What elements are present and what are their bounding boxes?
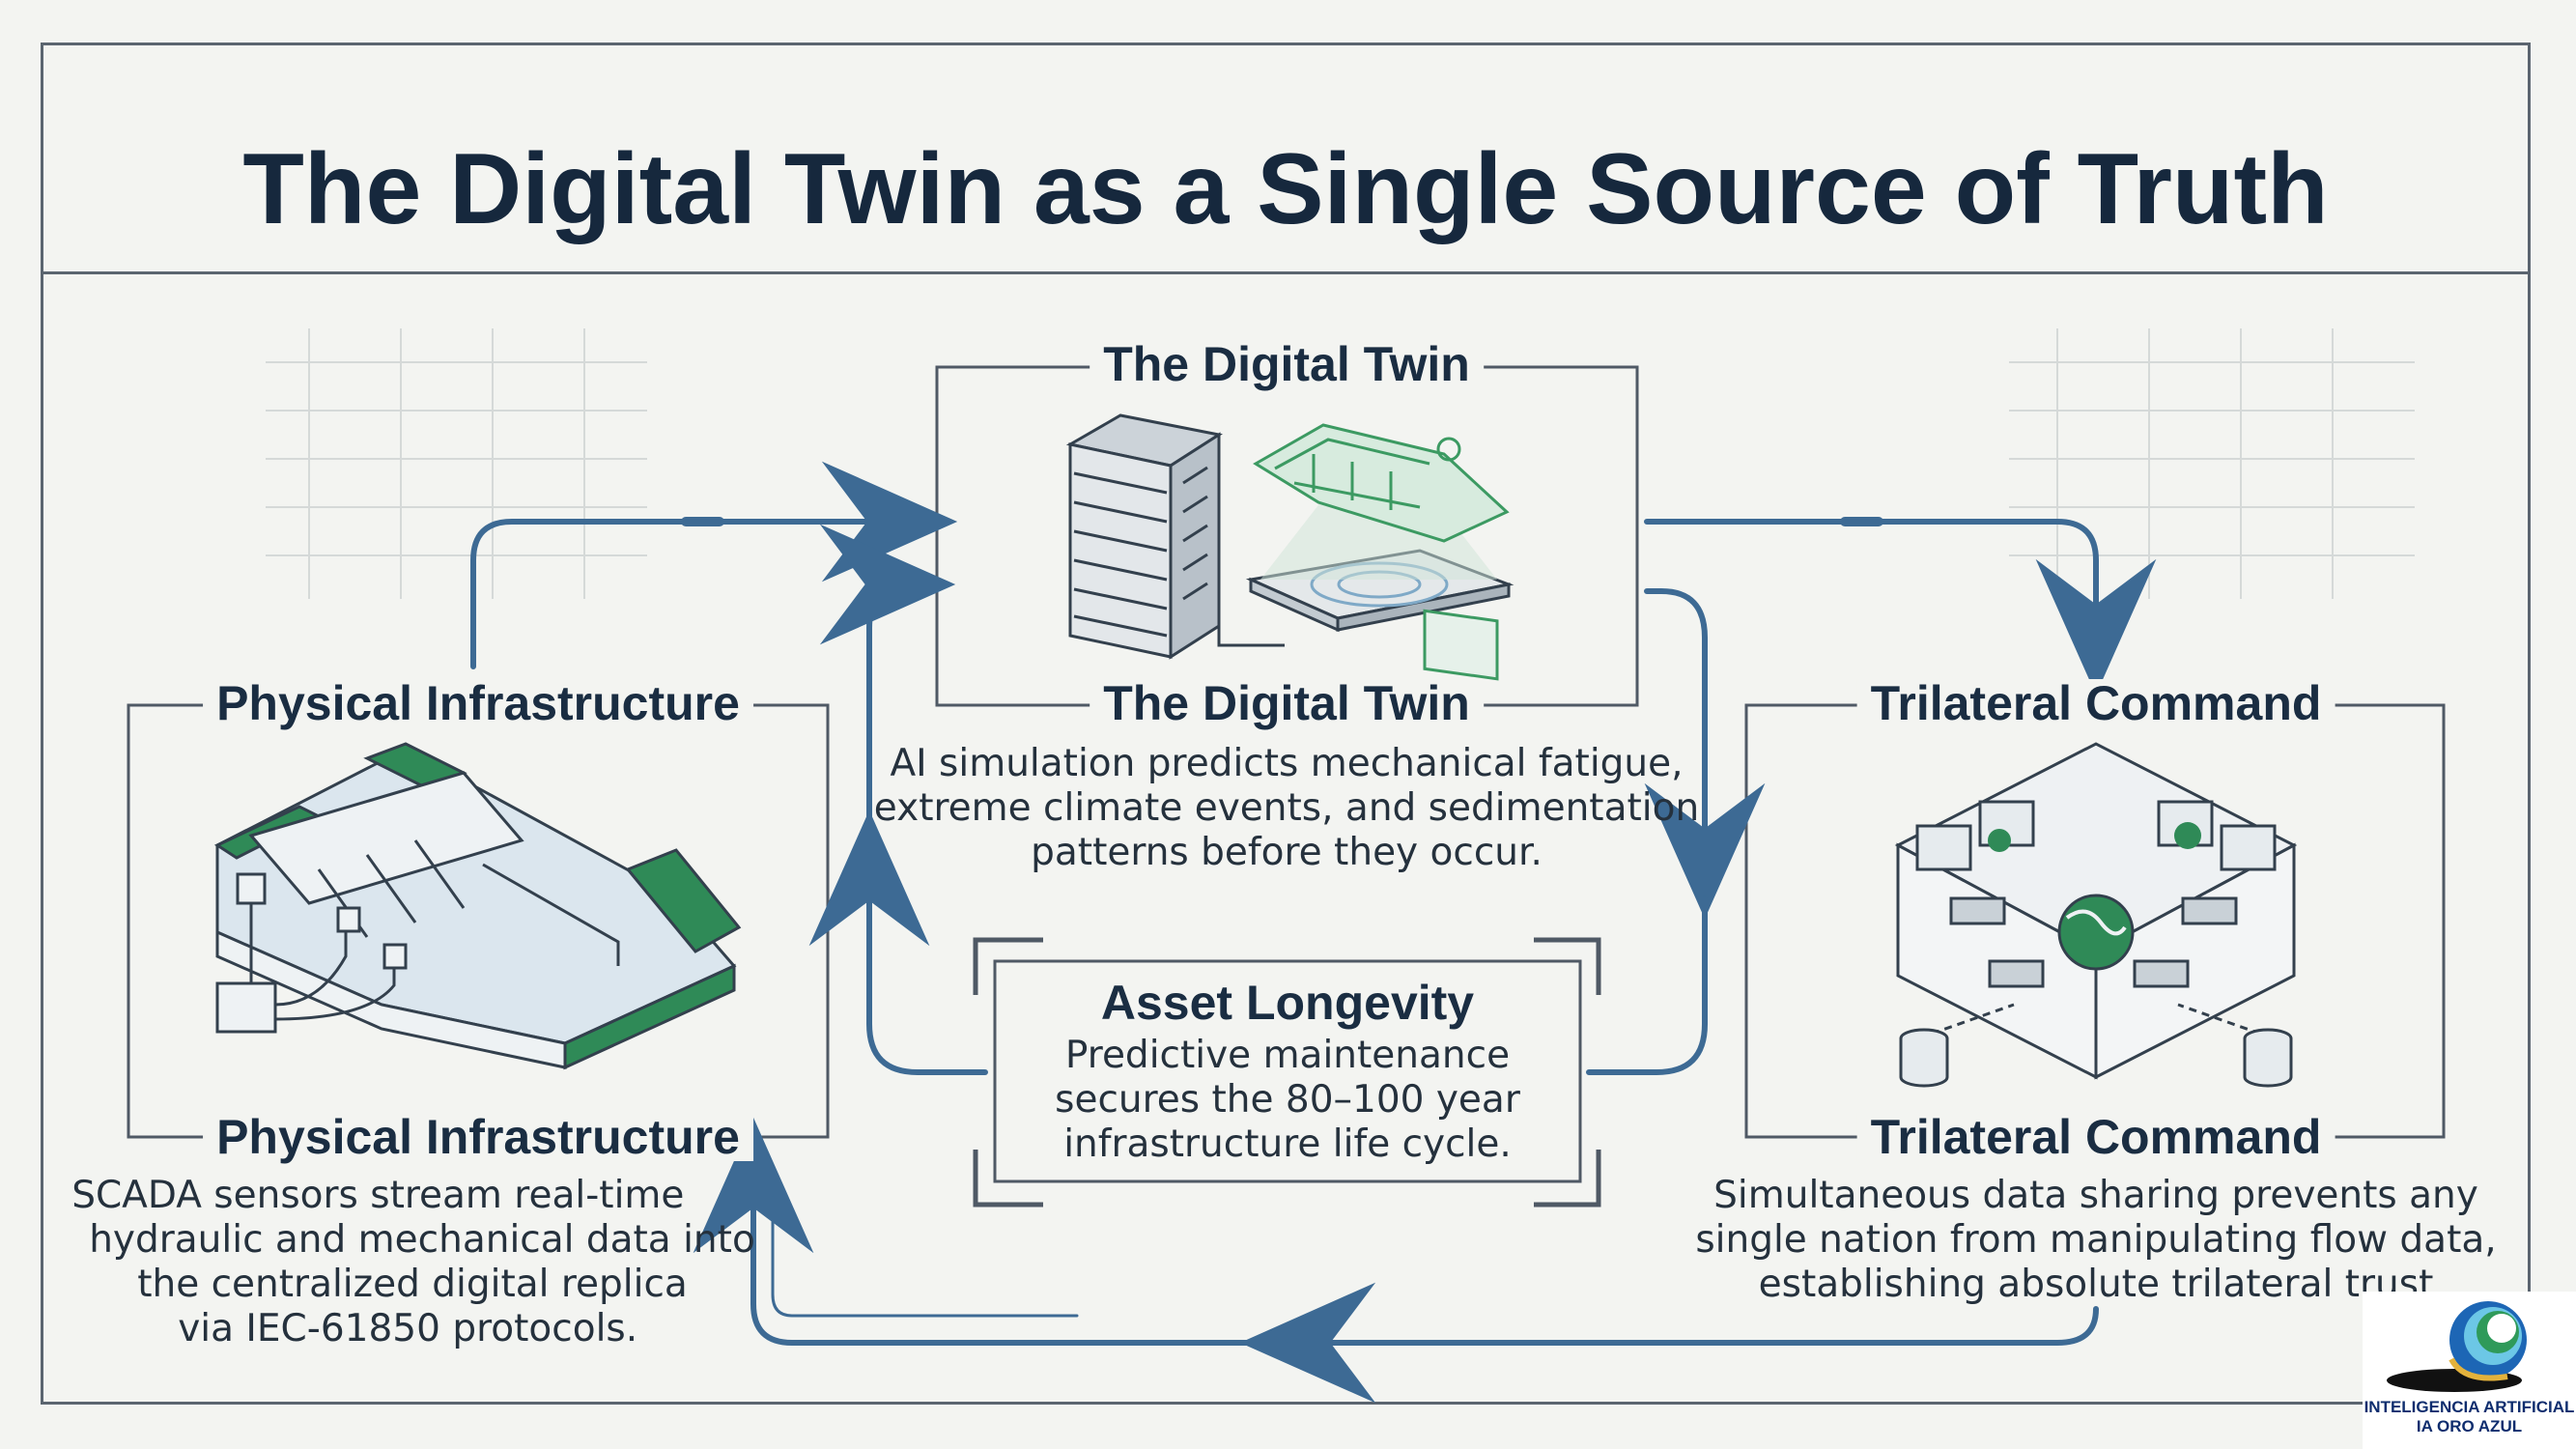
outer-frame — [41, 43, 2531, 1405]
physical-description: SCADA sensors stream real-time hydraulic… — [71, 1174, 755, 1350]
database-icon — [1899, 1028, 2293, 1088]
twin-description: AI simulation predicts mechanical fatigu… — [873, 742, 1700, 874]
arrow-twin-to-trilateral — [1644, 519, 2157, 696]
arrow-trilateral-to-physical — [1239, 1282, 2099, 1404]
arrow-asset-to-twin — [808, 810, 988, 1075]
asset-description: Predictive maintenance secures the 80–10… — [1055, 1034, 1520, 1166]
holographic-dam-model-icon — [1245, 423, 1514, 681]
server-rack-icon — [1065, 413, 1223, 660]
logo-swirl-icon — [2387, 1301, 2527, 1392]
physical-label: Physical Infrastructure — [203, 1113, 753, 1161]
asset-label: Asset Longevity — [1100, 976, 1475, 1030]
background-grid-left — [266, 328, 647, 599]
physical-frame-left — [127, 703, 232, 1139]
physical-label-top: Physical Infrastructure — [203, 679, 753, 727]
logo-line-1: INTELIGENCIA ARTIFICIAL — [2364, 1398, 2575, 1416]
dam-with-sensors-icon — [213, 742, 742, 1070]
arrow-twin-to-asset — [1644, 588, 1766, 920]
arrow-physical-to-twin — [470, 461, 958, 669]
logo-line-2: IA ORO AZUL — [2416, 1417, 2523, 1435]
title-bar: The Digital Twin as a Single Source of T… — [41, 43, 2531, 274]
trilateral-label: Trilateral Command — [1856, 1113, 2335, 1161]
page-title: The Digital Twin as a Single Source of T… — [242, 133, 2329, 245]
trilateral-frame-right — [2318, 703, 2446, 1139]
physical-frame-right — [729, 703, 830, 1139]
brand-logo: INTELIGENCIA ARTIFICIAL IA ORO AZUL — [2363, 1292, 2576, 1449]
trilateral-label-top: Trilateral Command — [1856, 679, 2335, 727]
trilateral-description: Simultaneous data sharing prevents any s… — [1695, 1174, 2497, 1306]
trilateral-frame-left — [1744, 703, 1883, 1139]
background-grid-right — [2009, 328, 2415, 599]
globe-icon — [2057, 894, 2135, 971]
twin-label-top: The Digital Twin — [1090, 340, 1484, 388]
twin-label: The Digital Twin — [1090, 679, 1484, 727]
twin-frame-right — [1468, 365, 1639, 707]
control-room-icon — [1894, 742, 2298, 1080]
